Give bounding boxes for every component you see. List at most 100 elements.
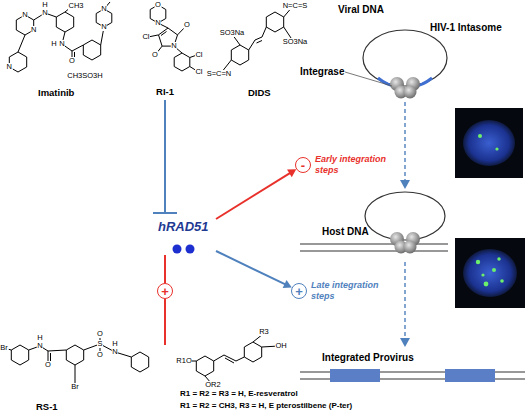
compound-name: RI-1 [146,86,184,97]
dids-structure [266,12,283,32]
atom-symbol: CH3 [68,2,84,10]
atom-symbol: O [155,1,162,9]
substituent-note: R1 = R2 = CH3, R3 = H, E pterostilbene (… [180,402,352,411]
provirus-drawing [445,369,495,382]
part-label: Integrated Provirus [322,352,414,363]
intasome-drawing [365,192,445,240]
microscopy-image [455,108,523,178]
atom-symbol: SO3Na [282,38,308,46]
atom-symbol: H [112,340,118,348]
rs1-structure [11,345,28,365]
atom-symbol: N [22,11,28,19]
intasome-drawing [363,30,447,99]
microscopy-image [495,147,498,150]
microscopy-image [484,282,489,287]
part-label: Integrase [300,66,344,77]
atom-symbol: Cl [142,33,150,41]
imatinib-structure [18,35,25,52]
dids-structure [257,41,263,44]
rs1-structure [50,353,51,361]
microscopy-image [500,279,504,283]
part-label: HIV-1 Intasome [430,22,502,33]
compound-name: DIDS [248,88,271,98]
imatinib-structure [83,40,100,60]
microscopy-image [455,238,525,308]
microscopy-image [463,249,517,297]
progression-arrow [404,262,405,338]
atom-symbol: O [45,361,52,369]
effect-arrow [216,169,296,219]
ri1-structure [148,5,197,71]
progression-arrow [400,262,410,347]
atom-symbol: N [30,26,36,34]
atom-symbol: H [42,1,48,9]
connector-line [216,172,291,219]
rad51-dots [173,245,182,254]
rs1-structure [75,365,76,385]
intasome-drawing [300,192,448,254]
atom-symbol: R3 [259,328,270,336]
atom-symbol: N=C=S [282,2,308,10]
rs1-structure [131,352,148,372]
dids-structure [249,27,267,50]
progression-arrow [400,102,410,189]
effect-sign: + [161,285,169,298]
intasome-drawing [404,86,417,99]
rad51-dots [186,245,195,254]
atom-symbol: H [37,334,43,342]
inhibition-connector [153,100,177,213]
atom-symbol: Br [0,344,8,352]
dids-structure [231,45,248,65]
microscopy-image [492,268,496,272]
integrase-leader [345,72,392,86]
arrow-head [287,169,296,177]
atom-symbol: S=C=N [206,70,232,78]
drug-group: RI-1 [146,86,184,98]
part-label: Viral DNA [338,4,384,15]
atom-symbol: N [101,5,107,13]
atom-symbol: O [184,21,191,29]
atom-symbol: Cl [195,68,203,76]
atom-symbol: N [171,42,177,50]
stilbene-structure [186,334,279,383]
microscopy-image [478,134,482,138]
microscopy-image [481,273,484,276]
microscopy-image [476,260,480,264]
atom-symbol: N [155,19,161,27]
imatinib-structure [72,45,83,51]
atom-symbol: OH [275,342,287,350]
intasome-drawing [300,243,448,244]
atom-symbol: O [69,57,76,65]
rs1-structure [4,334,149,385]
intasome-drawing [363,30,447,86]
imatinib-structure [56,12,73,32]
effect-circle: + [157,283,173,299]
effect-circle: +Late integration steps [291,283,307,299]
atom-symbol: Br [71,383,80,391]
atom-symbol: R1O [176,357,192,365]
progression-arrow [400,180,410,189]
stimulation-line [164,299,166,345]
atom-symbol: O [97,351,104,359]
connector-line [164,100,166,213]
atom-symbol: Cl [195,51,203,59]
rs1-structure [66,345,83,365]
atom-symbol: CH3SO3H [67,72,103,80]
ri1-structure [161,32,167,36]
atom-symbol: N [6,63,12,71]
connector-line [216,251,286,285]
stilbene-structure [196,356,213,376]
microscopy-image [455,108,523,178]
arrow-head [283,280,292,288]
step-heading: Early integration steps [315,154,403,176]
effect-arrow [216,251,292,288]
atom-symbol: OR2 [205,381,221,389]
progression-arrow [404,102,405,180]
protein-name: hRAD51 [158,219,216,234]
effect-sign: + [295,285,303,298]
effect-circle: -Early integration steps [295,157,311,173]
progression-arrow [400,338,410,347]
provirus-drawing [300,369,525,382]
atom-symbol: N [42,9,48,17]
